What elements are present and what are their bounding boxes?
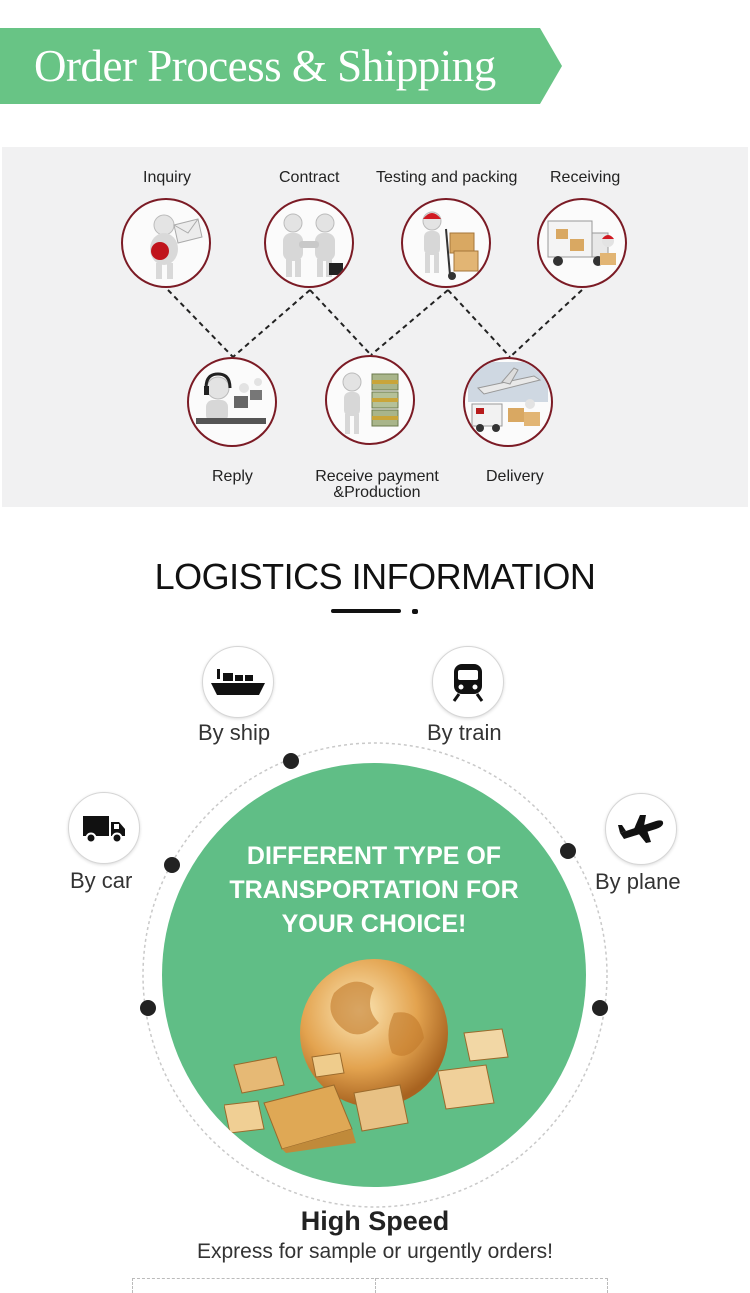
title-underline <box>331 609 401 613</box>
step-receiving <box>537 198 627 288</box>
section-banner <box>0 28 562 104</box>
transport-choice-line: YOUR CHOICE! <box>281 910 467 938</box>
money-stack-icon <box>342 372 399 434</box>
orbit-dot <box>592 1000 608 1016</box>
step-label-testing-packing: Testing and packing <box>376 169 518 186</box>
transport-choice-line: TRANSPORTATION FOR <box>229 876 519 904</box>
step-label-receive-payment: Receive payment <box>315 468 439 485</box>
mode-label-train: By train <box>427 720 502 745</box>
step-testing-packing <box>401 198 491 288</box>
mode-label-ship: By ship <box>198 720 271 745</box>
orbit-dot <box>164 857 180 873</box>
bottom-divider-center <box>375 1278 376 1293</box>
step-delivery <box>463 357 553 447</box>
step-label-inquiry: Inquiry <box>143 169 192 186</box>
step-inquiry <box>121 198 211 288</box>
orbit-dot <box>283 753 299 769</box>
title-underline-dot <box>412 609 418 614</box>
mode-car <box>68 792 140 864</box>
mode-label-plane: By plane <box>595 869 681 894</box>
step-contract <box>264 198 354 288</box>
orbit-dot <box>560 843 576 859</box>
mode-ship <box>202 646 274 718</box>
logistics-title: LOGISTICS INFORMATION <box>154 556 596 597</box>
high-speed-title: High Speed <box>300 1206 450 1236</box>
step-receive-payment <box>325 355 415 445</box>
plane-truck-delivery-icon <box>468 362 548 432</box>
order-process-panel <box>2 147 748 507</box>
plane-icon <box>618 815 664 843</box>
bottom-divider-right <box>607 1278 608 1293</box>
hand-truck-boxes-icon <box>422 211 479 280</box>
mode-train <box>432 646 504 718</box>
delivery-truck-receiving-icon <box>547 220 616 266</box>
inquiry-person-envelope-icon <box>150 214 203 279</box>
banner-title: Order Process & Shipping <box>34 41 496 91</box>
step-label-delivery: Delivery <box>486 468 544 485</box>
train-icon <box>452 664 484 702</box>
step-label-contract: Contract <box>279 169 340 186</box>
globe-boxes-illustration <box>224 959 509 1153</box>
transport-choice-text: DIFFERENT TYPE OF TRANSPORTATION FOR YOU… <box>162 839 586 941</box>
transport-choice-line: DIFFERENT TYPE OF <box>246 842 502 870</box>
step-label-receiving: Receiving <box>550 169 621 186</box>
handshake-icon <box>283 213 343 277</box>
mode-plane <box>605 793 677 865</box>
step-label-reply: Reply <box>212 468 253 485</box>
mode-label-car: By car <box>70 868 133 893</box>
step-label-production: &Production <box>333 484 421 501</box>
bottom-divider-left <box>132 1278 133 1293</box>
high-speed-subtitle: Express for sample or urgently orders! <box>197 1240 553 1263</box>
orbit-dot <box>140 1000 156 1016</box>
ship-icon <box>211 669 265 695</box>
bottom-divider <box>132 1278 608 1279</box>
truck-icon <box>83 816 125 844</box>
transport-choice-circle: DIFFERENT TYPE OF TRANSPORTATION FOR YOU… <box>162 763 586 1187</box>
headset-operators-icon <box>196 372 266 424</box>
process-connectors <box>167 289 583 358</box>
step-reply <box>187 357 277 447</box>
